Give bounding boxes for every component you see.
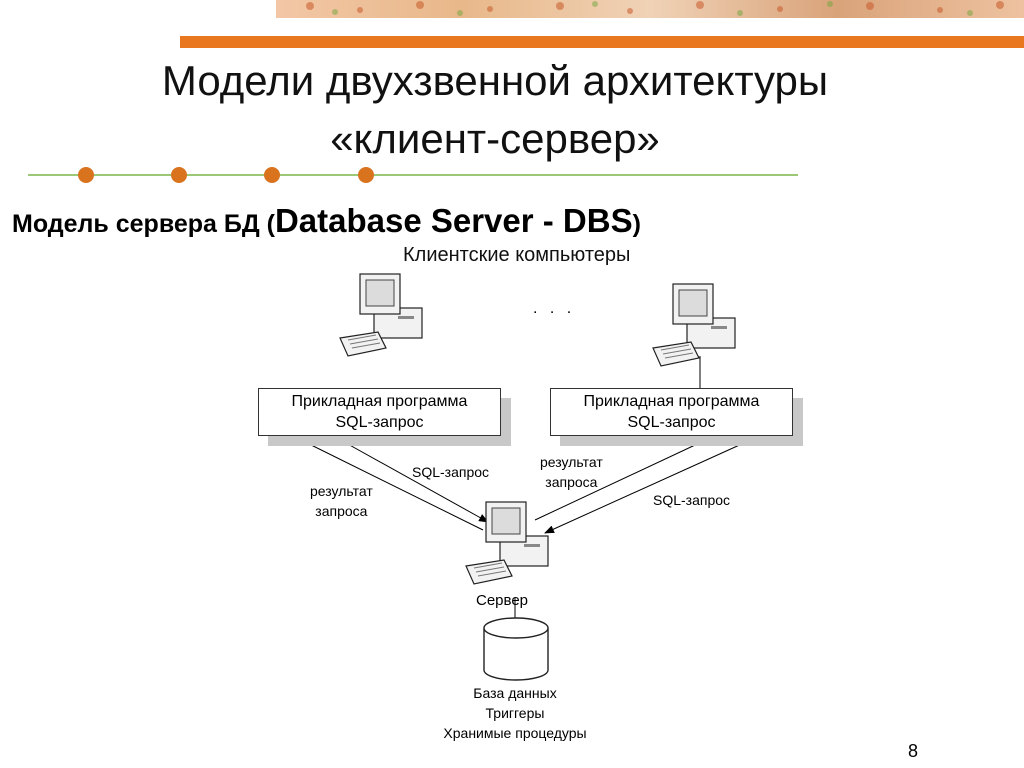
subtitle-main: Database Server - DBS [274,202,633,239]
server-to-right-app-arrow [534,437,711,521]
app-box-left: Прикладная программа SQL-запрос [258,388,501,436]
db-line-3: Хранимые процедуры [443,725,587,741]
left-result-label: результат запроса [310,481,373,521]
divider-bullets [78,167,374,183]
app-left-line1: Прикладная программа [291,393,468,410]
left-app-to-server-arrow [336,437,489,523]
title-line-2: «клиент-сервер» [330,115,660,162]
clients-ellipsis: . . . [533,300,576,317]
app-left-line2: SQL-запрос [335,414,424,431]
right-result-line1: результат [540,454,603,470]
title-divider [28,167,798,183]
decorative-banner [180,0,1024,48]
server-to-left-app-arrow [296,437,484,531]
subtitle-suffix: ) [632,210,641,238]
left-result-line2: запроса [315,503,368,519]
page-number: 8 [908,741,919,761]
db-line-1: База данных [473,685,557,701]
left-result-line1: результат [310,483,373,499]
client-computer-left-icon [339,273,423,357]
subtitle-prefix: Модель сервера БД ( [12,210,275,238]
title-line-1: Модели двухзвенной архитектуры [161,57,829,104]
slide-subtitle: Модель сервера БД (Database Server - DBS… [12,202,641,240]
app-right-line2: SQL-запрос [627,414,716,431]
database-cylinder-icon [483,617,549,681]
client-computer-right-icon [652,283,736,367]
left-sql-label: SQL-запрос [412,464,490,480]
database-label: База данных Триггеры Хранимые процедуры [420,683,610,743]
server-label: Сервер [476,592,529,609]
right-sql-label: SQL-запрос [653,492,731,508]
slide-title: Модели двухзвенной архитектуры «клиент-с… [0,52,990,168]
app-box-right: Прикладная программа SQL-запрос [550,388,793,436]
app-right-line1: Прикладная программа [583,393,760,410]
server-computer-icon [465,501,549,585]
right-result-label: результат запроса [540,452,603,492]
db-line-2: Триггеры [485,705,545,721]
right-result-line2: запроса [545,474,598,490]
clients-label: Клиентские компьютеры [403,244,631,266]
right-app-to-server-arrow [544,437,756,534]
